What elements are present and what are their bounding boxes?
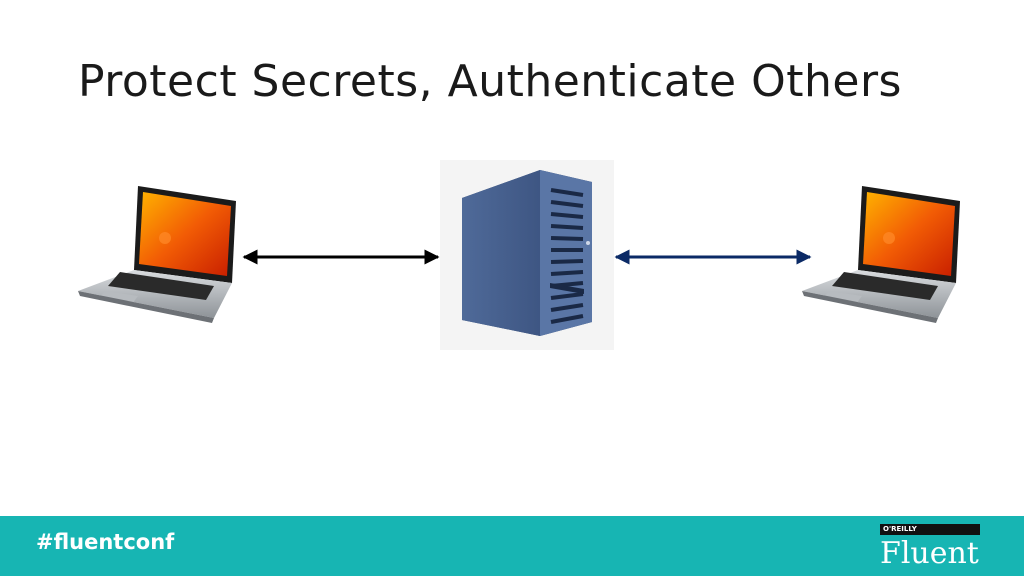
laptop-right-icon [802, 186, 960, 323]
fluent-logo: O'REILLY Fluent [880, 524, 982, 572]
footer-bar: #fluentconf O'REILLY Fluent [0, 516, 1024, 576]
hashtag-label: #fluentconf [36, 530, 175, 554]
slide-title: Protect Secrets, Authenticate Others [78, 56, 902, 107]
laptop-left-icon [78, 186, 236, 323]
network-diagram [78, 160, 960, 350]
oreilly-logo-bar: O'REILLY [880, 524, 980, 535]
server-tower-icon [440, 160, 614, 350]
fluent-logo-text: Fluent [880, 536, 979, 571]
